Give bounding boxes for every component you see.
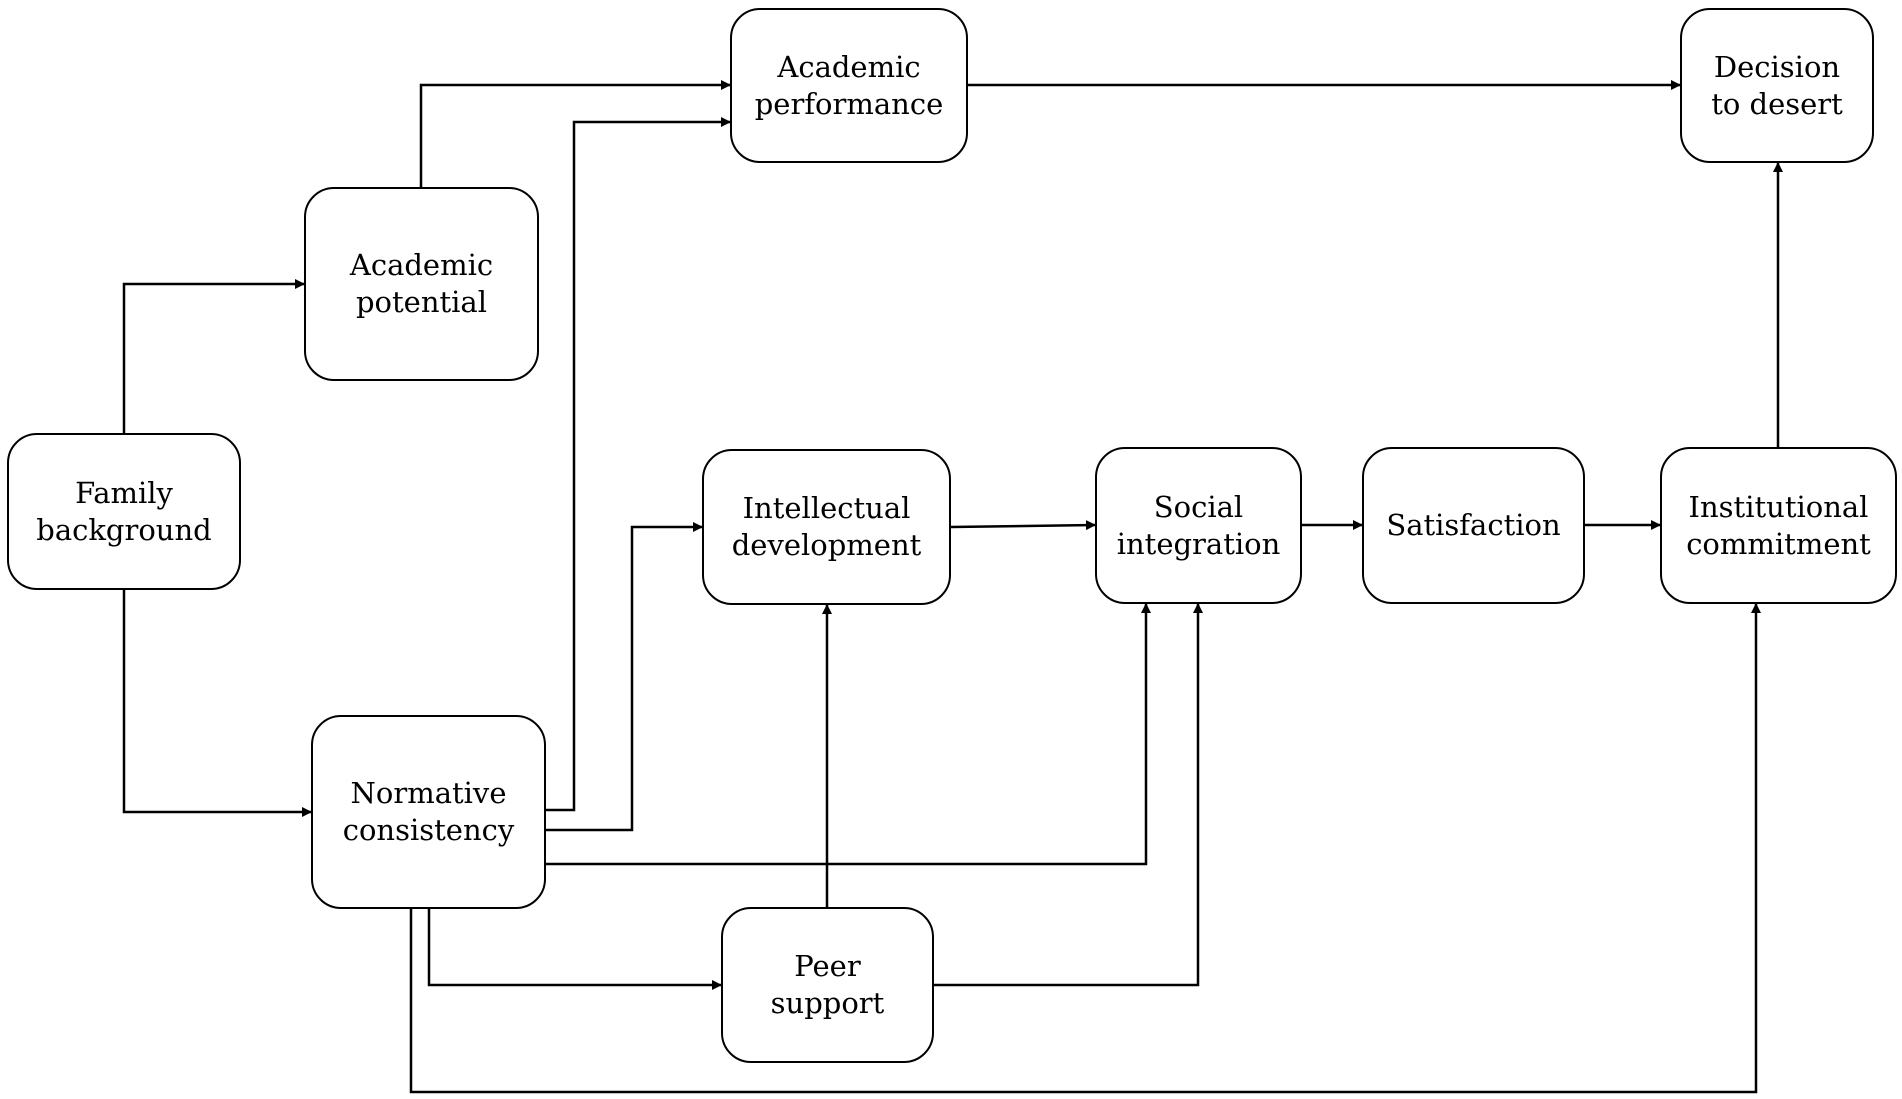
edge-academic-potential-to-academic-performance bbox=[419, 80, 731, 187]
node-label-line: performance bbox=[754, 86, 944, 121]
node-label-line: Satisfaction bbox=[1386, 508, 1561, 542]
node-label-line: development bbox=[731, 528, 922, 562]
edge-normative-consistency-to-peer-support bbox=[427, 909, 722, 990]
edge-family-background-to-normative-consistency bbox=[122, 590, 312, 817]
node-label-line: Peer bbox=[794, 949, 861, 983]
node-label-line: Academic bbox=[349, 248, 494, 282]
node-label-line: consistency bbox=[342, 813, 515, 847]
node-label-line: to desert bbox=[1711, 86, 1843, 121]
edge-intellectual-development-to-social-integration bbox=[950, 520, 1096, 531]
node-label-line: background bbox=[36, 512, 212, 547]
node-label-line: Family bbox=[75, 475, 173, 510]
edge-normative-consistency-to-institutional-commitment bbox=[409, 603, 1761, 1094]
node-label-line: Institutional bbox=[1688, 489, 1869, 524]
node-label-line: Decision bbox=[1713, 49, 1841, 84]
node-label-line: commitment bbox=[1686, 526, 1871, 561]
node-label-line: integration bbox=[1116, 526, 1281, 561]
node-label-line: Social bbox=[1153, 489, 1244, 524]
node-label-line: Normative bbox=[350, 776, 507, 810]
edge-normative-consistency-to-academic-performance bbox=[546, 117, 731, 812]
edge-normative-consistency-to-social-integration bbox=[546, 603, 1151, 866]
node-label-line: potential bbox=[355, 285, 487, 319]
node-label-line: Academic bbox=[777, 49, 921, 84]
edge-peer-support-to-social-integration bbox=[934, 603, 1203, 987]
edge-normative-consistency-to-intellectual-development bbox=[546, 522, 703, 832]
node-satisfaction: Satisfaction bbox=[1362, 447, 1585, 604]
node-label-line: Intellectual bbox=[742, 491, 911, 525]
node-label-line: support bbox=[770, 986, 885, 1020]
edge-family-background-to-academic-potential bbox=[122, 279, 305, 433]
